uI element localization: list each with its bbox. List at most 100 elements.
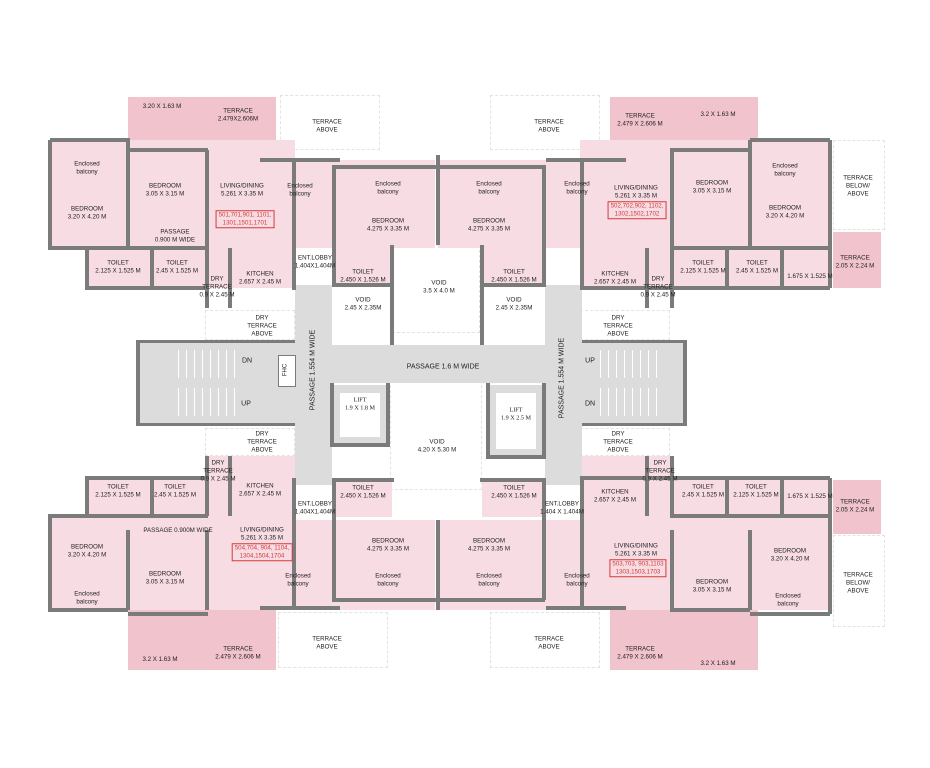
kitchen-sw-area [205, 456, 295, 516]
wall [150, 248, 154, 288]
wall [138, 423, 295, 426]
wall [292, 478, 296, 608]
label-ne-terrace-small: 3.2 X 1.63 M [700, 111, 736, 119]
wall [126, 140, 130, 248]
toilet-bottom-left [335, 480, 392, 517]
wall [486, 455, 546, 459]
label-stair-r-up: UP [585, 357, 595, 365]
wall [780, 478, 784, 516]
wall [670, 514, 830, 518]
toilet-top-left [335, 248, 392, 285]
wall [386, 383, 390, 445]
label-stair-l-dn: DN [241, 357, 253, 365]
wall [332, 478, 394, 482]
kitchen-se-area [580, 456, 670, 516]
dry-terrace-above-sw [205, 428, 295, 456]
dry-terrace-above-nw [205, 310, 295, 340]
wall [542, 165, 546, 285]
wall [645, 456, 649, 516]
wall [48, 140, 52, 248]
wall [85, 478, 89, 516]
void-center-area [390, 380, 482, 490]
wall [480, 245, 484, 345]
wall [670, 456, 674, 516]
terrace-side-se [833, 480, 881, 534]
wall [332, 480, 336, 600]
wall [436, 155, 440, 245]
label-ne-toilet-ext: 1.675 X 1.525 M [787, 273, 833, 281]
passage-right [545, 285, 582, 485]
wall [440, 598, 545, 602]
flat-nw-wet [85, 248, 295, 288]
flat-ne-wet [580, 248, 830, 288]
wall [48, 514, 208, 518]
label-se-terrace-small: 3.2 X 1.63 M [700, 660, 736, 668]
wall [260, 606, 340, 610]
wall [228, 456, 232, 516]
wall [748, 140, 752, 248]
wall [582, 340, 685, 343]
stair-steps-left-bottom [178, 388, 238, 416]
label-stair-l-up: UP [241, 400, 251, 408]
wall [332, 165, 336, 285]
wall [330, 443, 390, 447]
wall [542, 480, 546, 600]
wall [542, 383, 546, 457]
wall [332, 283, 394, 287]
wall [128, 148, 208, 152]
wall [136, 340, 140, 426]
lift-right-car [496, 393, 536, 449]
wall [440, 165, 545, 169]
wall [828, 478, 832, 614]
label-nw-terrace-small: 3.20 X 1.63 M [142, 103, 182, 111]
wall [828, 140, 832, 248]
wall [85, 476, 205, 480]
wall [205, 530, 209, 610]
wall [582, 423, 685, 426]
label-fhc: FHC [282, 363, 289, 377]
wall [670, 148, 750, 152]
fhc-box [278, 355, 296, 387]
passage-left [295, 285, 332, 485]
wall [332, 165, 440, 169]
wall [85, 248, 89, 288]
wall [683, 340, 687, 426]
wall [332, 598, 440, 602]
